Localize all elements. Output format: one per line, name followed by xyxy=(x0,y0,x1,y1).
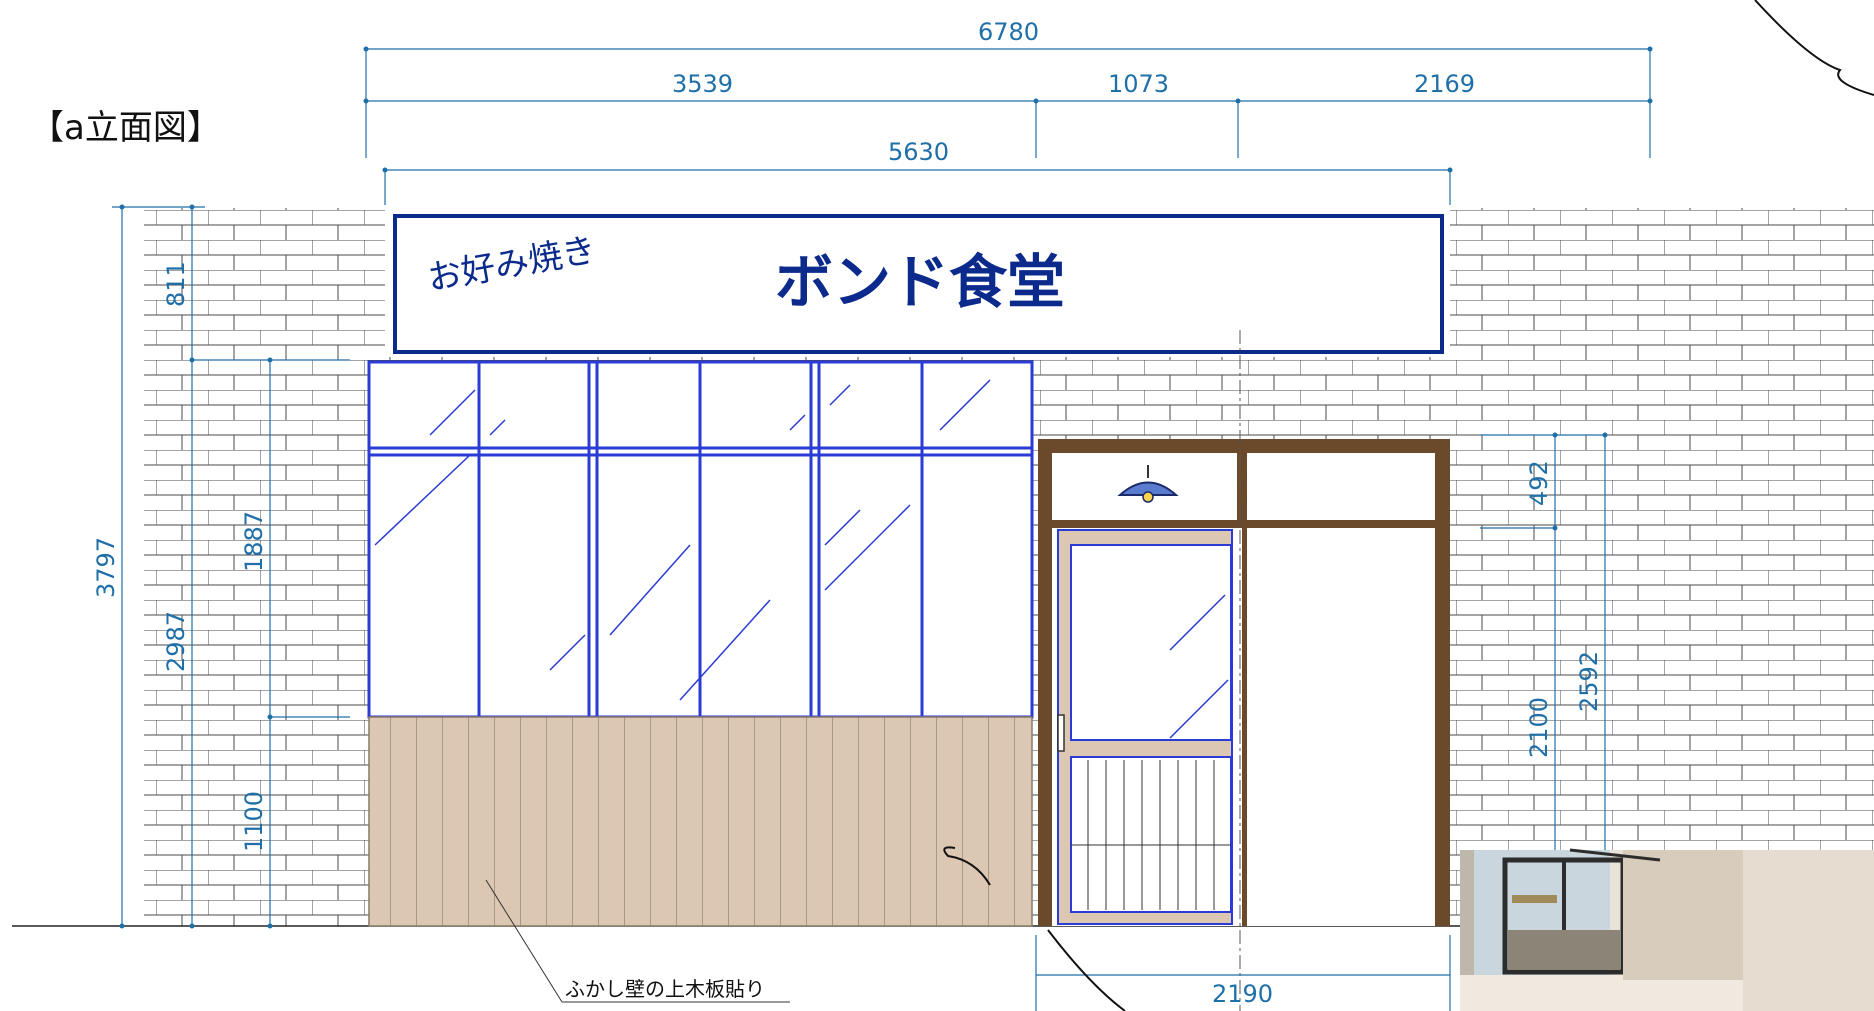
window-mullions xyxy=(369,362,1032,717)
dim-seg-right: 2169 xyxy=(1414,70,1475,98)
dim-sign-band: 811 xyxy=(162,261,190,307)
sign-frame xyxy=(393,214,1444,354)
door-glass xyxy=(1070,544,1232,741)
annotation-leader xyxy=(485,879,563,1003)
sign-main-text: ボンド食堂 xyxy=(775,248,1065,316)
dim-seg-left: 3539 xyxy=(672,70,733,98)
dimension-dots xyxy=(119,46,1653,929)
site-photo xyxy=(1460,848,1874,1011)
glass-reflections xyxy=(374,379,991,701)
dim-total-width: 6780 xyxy=(978,18,1039,46)
dim-door-height: 2100 xyxy=(1525,697,1553,758)
hand-drawn-stroke-top xyxy=(1754,0,1874,96)
door-lattice xyxy=(1070,756,1232,913)
dimension-lines xyxy=(112,48,1651,1011)
opening-right xyxy=(1247,528,1435,926)
dim-seg-mid: 1073 xyxy=(1108,70,1169,98)
transom-right xyxy=(1247,453,1435,520)
annotation-text: ふかし壁の上木板貼り xyxy=(565,977,765,1001)
door-handle xyxy=(1057,714,1065,752)
dim-below-band: 2987 xyxy=(162,611,190,672)
dim-sign-width: 5630 xyxy=(888,138,949,166)
hand-drawn-curve xyxy=(943,846,991,886)
drawing-title: 【a立面図】 xyxy=(30,108,221,148)
dim-wainscot: 1100 xyxy=(240,791,268,852)
pendant-lamp-icon xyxy=(1117,465,1179,503)
hand-drawn-stroke-bottom xyxy=(1047,929,1126,1011)
wood-wainscot xyxy=(368,716,1033,927)
dim-total-height: 3797 xyxy=(92,537,120,598)
dim-bottom-width: 2190 xyxy=(1212,980,1273,1008)
dim-upper-glass: 1887 xyxy=(240,511,268,572)
dim-opening-height: 2592 xyxy=(1575,651,1603,712)
dim-transom: 492 xyxy=(1525,460,1553,506)
